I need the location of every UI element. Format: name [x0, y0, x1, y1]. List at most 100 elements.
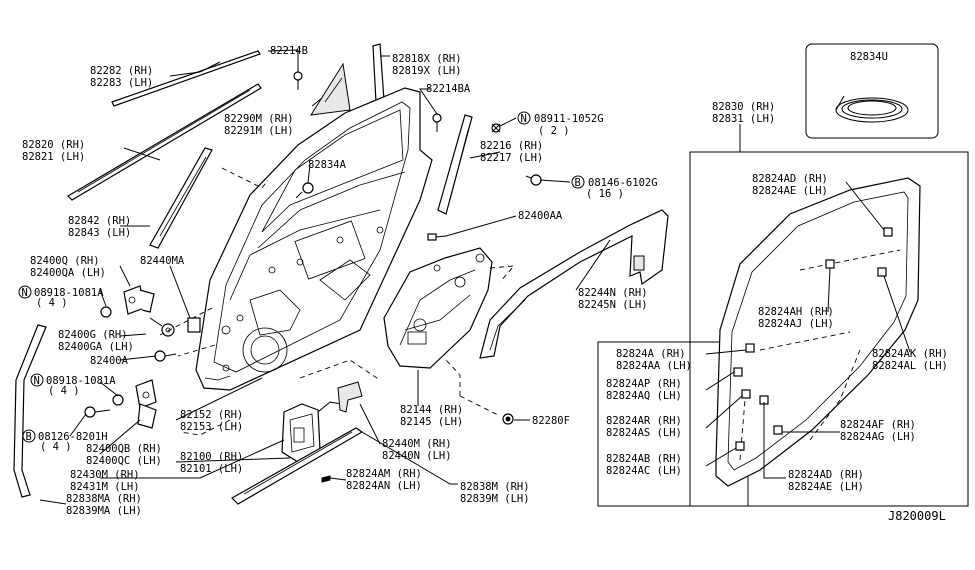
label-08918-bottom-qty: ( 4 )	[48, 385, 80, 397]
label-82101: 82101 (LH)	[180, 463, 243, 475]
label-82824AQ: 82824AQ (LH)	[606, 390, 682, 402]
callout-b-08126: B	[22, 429, 36, 443]
label-82834A: 82834A	[308, 159, 347, 171]
label-08918-top-qty: ( 4 )	[36, 297, 68, 309]
label-82216: 82216 (RH)	[480, 140, 543, 152]
callout-n-08918-top: N	[18, 285, 32, 299]
svg-text:N: N	[22, 287, 28, 299]
svg-text:B: B	[575, 177, 581, 189]
label-82824AM: 82824AM (RH)	[346, 468, 422, 480]
callout-n-08918-bottom: N	[30, 373, 44, 387]
label-08126: 08126-8201H	[38, 431, 108, 443]
screw-82214BA-icon	[432, 113, 442, 132]
part-labels: 82214B 82282 (RH) 82283 (LH) 82818X (RH)…	[18, 45, 948, 523]
label-82431M: 82431M (LH)	[70, 481, 140, 493]
window-regulator-part	[383, 247, 493, 369]
bolt-82400A-icon	[154, 350, 177, 362]
label-82819X: 82819X (LH)	[392, 65, 462, 77]
clip-82824A-icon	[745, 343, 755, 353]
seal-strip-82838MA-part	[13, 324, 47, 498]
label-82400G: 82400G (RH)	[58, 329, 128, 341]
label-82217: 82217 (LH)	[480, 152, 543, 164]
label-82838M: 82838M (RH)	[460, 481, 530, 493]
label-82820: 82820 (RH)	[22, 139, 85, 151]
label-82824AF: 82824AF (RH)	[840, 419, 916, 431]
label-82291M: 82291M (LH)	[224, 125, 294, 137]
label-82824AA: 82824AA (LH)	[616, 360, 692, 372]
label-82821: 82821 (LH)	[22, 151, 85, 163]
door-weatherstrip-box	[597, 124, 969, 507]
bumper-82440MA-part	[187, 317, 201, 333]
label-08146-qty: ( 16 )	[586, 188, 624, 200]
label-82400Q: 82400Q (RH)	[30, 255, 100, 267]
label-08126-qty: ( 4 )	[40, 441, 72, 453]
callout-n-08911: N	[517, 111, 531, 125]
label-82214BA: 82214BA	[426, 83, 471, 95]
label-82824AD-bottom: 82824AD (RH)	[788, 469, 864, 481]
label-82100: 82100 (RH)	[180, 451, 243, 463]
label-08911-qty: ( 2 )	[538, 125, 570, 137]
label-82843: 82843 (LH)	[68, 227, 131, 239]
label-82280F: 82280F	[532, 415, 570, 427]
label-82400GA: 82400GA (LH)	[58, 341, 134, 353]
door-outside-moulding-part	[67, 83, 262, 201]
weatherstrip-82244N-part	[479, 209, 669, 359]
label-82818X: 82818X (RH)	[392, 53, 462, 65]
grommet-82280F-icon	[502, 413, 514, 425]
label-08918-bottom: 08918-1081A	[46, 375, 116, 387]
svg-text:B: B	[26, 431, 32, 443]
weatherstrip-coil-part	[835, 95, 909, 123]
diagram-code: J820009L	[888, 509, 946, 523]
label-82824AB: 82824AB (RH)	[606, 453, 682, 465]
label-82824AN: 82824AN (LH)	[346, 480, 422, 492]
label-08146: 08146-6102G	[588, 177, 658, 189]
corner-piece-part	[310, 62, 351, 116]
bolt-82400AA-icon	[427, 233, 447, 241]
leader-lines	[39, 49, 611, 505]
label-82824AD-top: 82824AD (RH)	[752, 173, 828, 185]
label-82824AC: 82824AC (LH)	[606, 465, 682, 477]
label-82440M: 82440M (RH)	[382, 438, 452, 450]
clip-82824AB-icon	[735, 441, 745, 451]
clip-82824AM-icon	[321, 475, 331, 483]
label-82824AE-bottom: 82824AE (LH)	[788, 481, 864, 493]
weatherstrip-inset-box	[805, 43, 939, 139]
label-82440MA: 82440MA	[140, 255, 185, 267]
label-82839M: 82839M (LH)	[460, 493, 530, 505]
clip-82824AK-icon	[877, 267, 887, 277]
label-82290M: 82290M (RH)	[224, 113, 294, 125]
label-08911: 08911-1052G	[534, 113, 604, 125]
bolt-08146-icon	[525, 174, 542, 186]
svg-text:N: N	[521, 113, 527, 125]
label-82144: 82144 (RH)	[400, 404, 463, 416]
label-82400QC: 82400QC (LH)	[86, 455, 162, 467]
door-check-82400G-part	[149, 317, 175, 337]
nut-08918-top-icon	[100, 306, 112, 318]
clip-82824AH-icon	[825, 259, 835, 269]
label-82824AE-top: 82824AE (LH)	[752, 185, 828, 197]
label-82824AH: 82824AH (RH)	[758, 306, 834, 318]
label-82145: 82145 (LH)	[400, 416, 463, 428]
label-82824AP: 82824AP (RH)	[606, 378, 682, 390]
label-82824AJ: 82824AJ (LH)	[758, 318, 834, 330]
sash-bracket-part	[437, 114, 473, 215]
door-shell-part	[195, 87, 433, 391]
label-82824AS: 82824AS (LH)	[606, 427, 682, 439]
nut-08911-icon	[491, 123, 501, 133]
screw-82214B-icon	[293, 71, 303, 90]
label-82152: 82152 (RH)	[180, 409, 243, 421]
clip-82824AF-icon	[773, 425, 783, 435]
clip-82824AD-top-icon	[883, 227, 893, 237]
clip-82824AR-icon	[741, 389, 751, 399]
outer-belt-moulding-part	[111, 50, 261, 107]
bracket-82440M-part	[337, 381, 363, 413]
label-82824AK: 82824AK (RH)	[872, 348, 948, 360]
svg-text:N: N	[34, 375, 40, 387]
label-82400A: 82400A	[90, 355, 129, 367]
label-82282: 82282 (RH)	[90, 65, 153, 77]
label-82830: 82830 (RH)	[712, 101, 775, 113]
label-82839MA: 82839MA (LH)	[66, 505, 142, 517]
label-82283: 82283 (LH)	[90, 77, 153, 89]
dashed-guide-lines	[159, 167, 516, 436]
